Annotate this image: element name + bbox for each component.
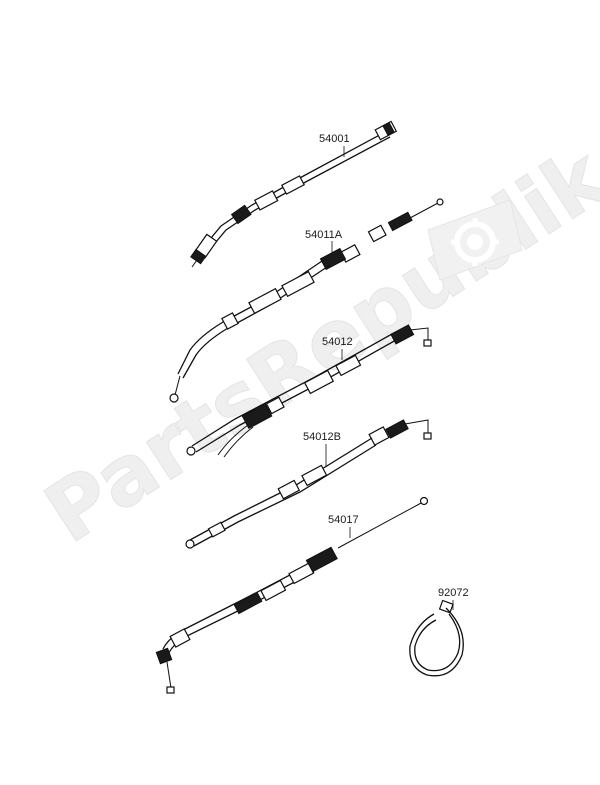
cable-54001: 54001 bbox=[190, 120, 398, 268]
cable-54012: 54012 bbox=[186, 324, 432, 458]
part-label-54001: 54001 bbox=[319, 133, 350, 145]
part-label-54012b: 54012B bbox=[303, 431, 341, 443]
cable-54012b: 54012B bbox=[185, 419, 432, 549]
part-label-92072: 92072 bbox=[438, 587, 469, 599]
part-label-54012: 54012 bbox=[322, 336, 353, 348]
watermark-text: PartsRepublik bbox=[29, 128, 600, 561]
band-92072: 92072 bbox=[409, 587, 469, 677]
watermark: PartsRepublik bbox=[29, 128, 600, 562]
part-label-54017: 54017 bbox=[328, 514, 359, 526]
part-label-54011a: 54011A bbox=[305, 229, 343, 241]
cable-54017: 54017 bbox=[155, 496, 429, 694]
gear-icon bbox=[427, 199, 523, 281]
cable-54011a: 54011A bbox=[169, 198, 444, 403]
